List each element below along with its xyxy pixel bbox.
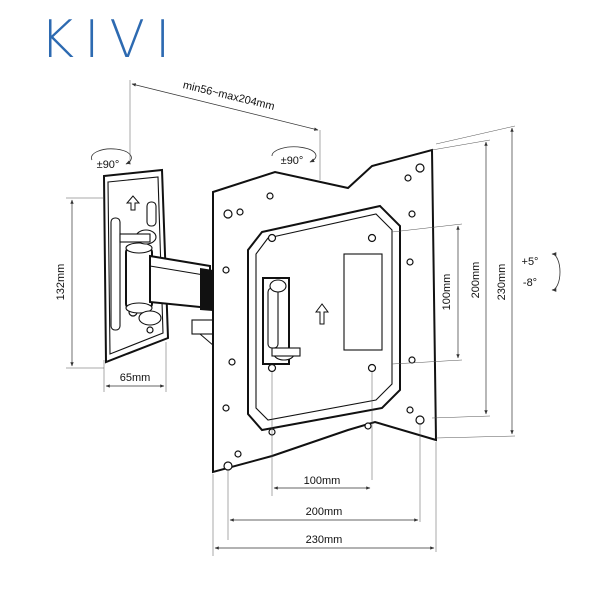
vesa-100-horizontal-label: 100mm xyxy=(304,475,341,487)
wall-plate-width-label: 65mm xyxy=(120,372,151,384)
vesa-100-vertical-label: 100mm xyxy=(441,274,453,311)
wall-plate-height-dimension: 132mm xyxy=(55,197,104,369)
wall-plate-width-dimension: 65mm xyxy=(103,342,167,392)
vesa-230-horizontal-label: 230mm xyxy=(306,534,343,546)
tv-plate xyxy=(212,148,438,474)
tilt-down-label: -8° xyxy=(523,277,537,289)
vesa-200-horizontal-label: 200mm xyxy=(306,506,343,518)
wall-swivel-label: ±90° xyxy=(97,159,120,171)
vesa-vertical-dimensions: 100mm 200mm 230mm xyxy=(391,125,516,439)
vesa-200-vertical-label: 200mm xyxy=(470,262,482,299)
tv-plate-up-arrow-icon xyxy=(315,303,329,325)
wall-swivel-badge: ±90° xyxy=(91,148,132,171)
tilt-indicator: +5° -8° xyxy=(522,252,561,292)
up-arrow-icon xyxy=(125,195,141,211)
tilt-up-label: +5° xyxy=(522,256,539,268)
kivi-logo: KIVI xyxy=(40,10,181,70)
vesa-230-vertical-label: 230mm xyxy=(496,264,508,301)
wall-plate-height-label: 132mm xyxy=(55,264,67,301)
plate-rotation-label: ±90° xyxy=(281,155,304,167)
plate-rotation-badge: ±90° xyxy=(271,146,317,167)
tilt-arrow-icon xyxy=(551,252,561,292)
vesa-horizontal-dimensions: 100mm 200mm 230mm xyxy=(212,372,437,556)
